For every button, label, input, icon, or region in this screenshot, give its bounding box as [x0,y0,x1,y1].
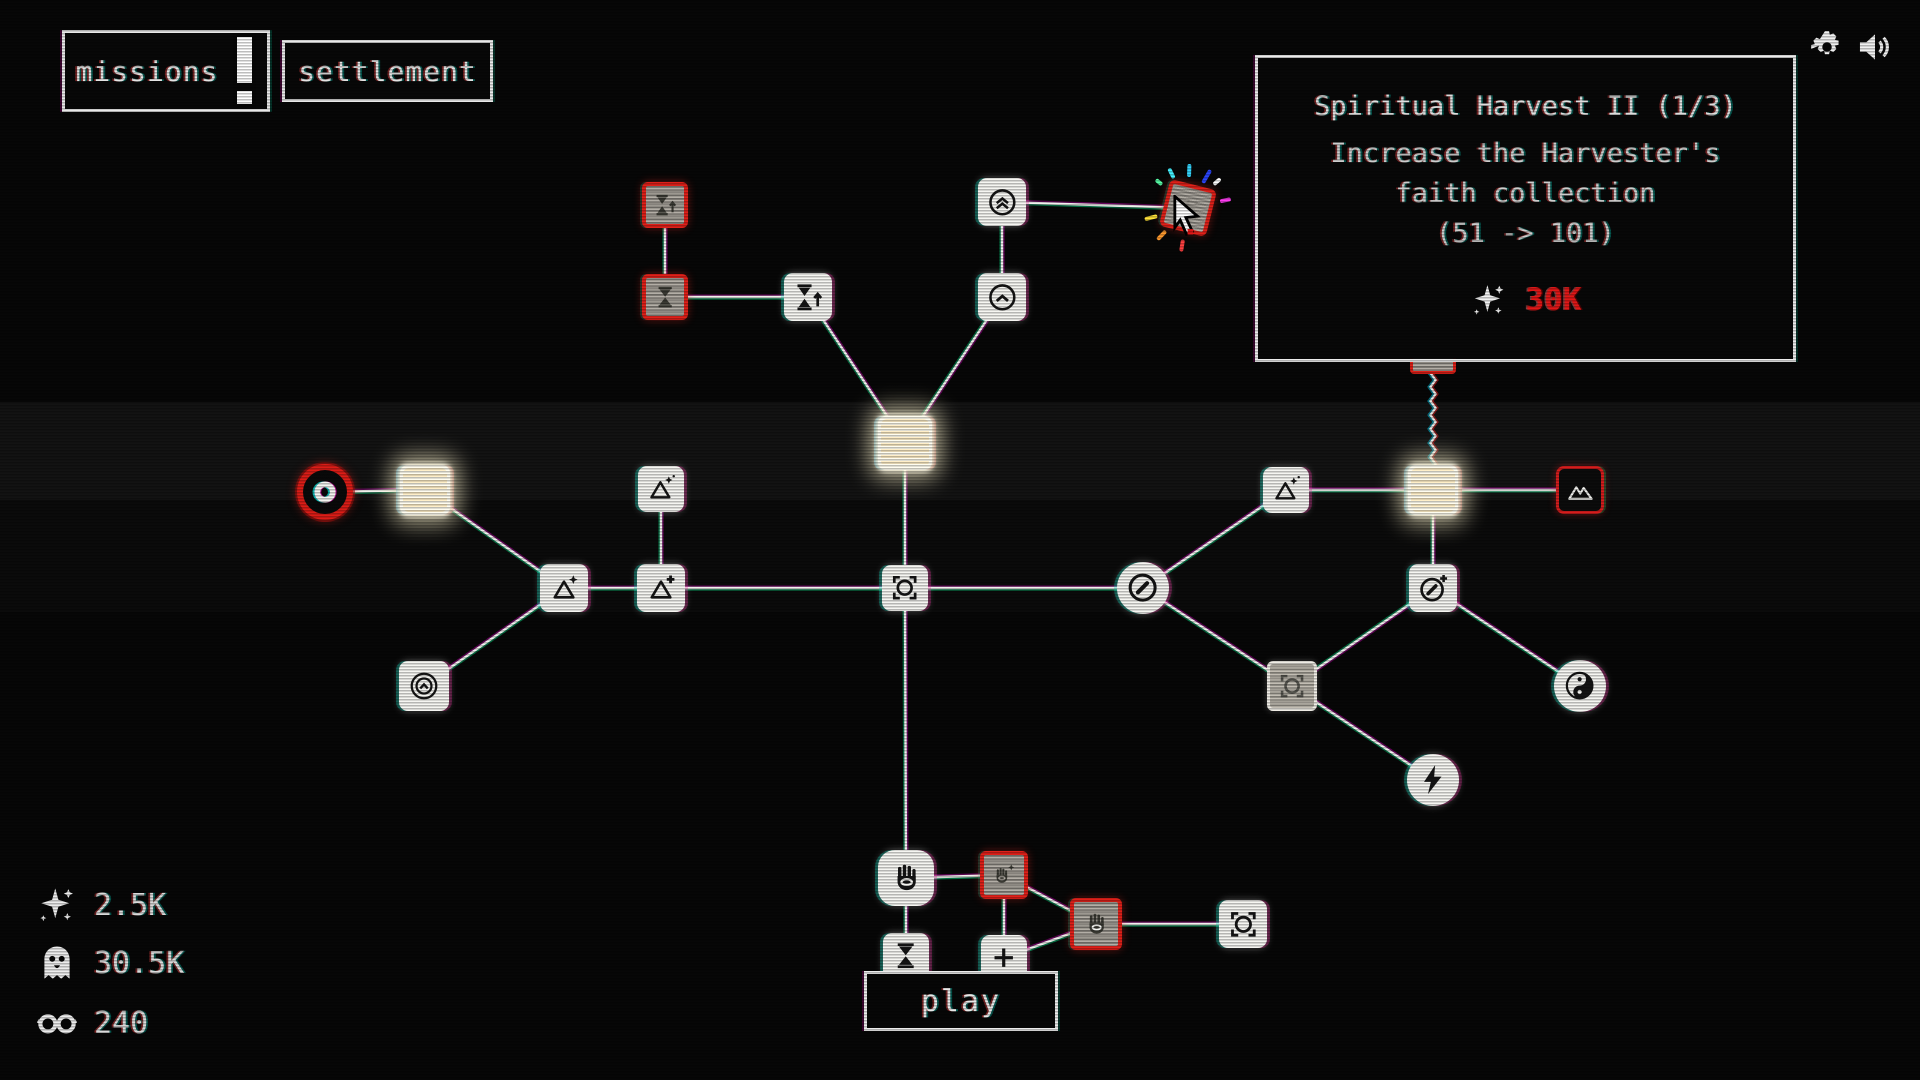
donut-icon [303,470,347,514]
sparkle-ray [1212,177,1222,187]
notification-badge [237,37,253,104]
play-button[interactable]: play [864,971,1058,1031]
tree-node-yinyang-node[interactable] [1554,660,1606,712]
resource-value: 30.5K [94,945,185,981]
tree-node-brackets-node-purchased[interactable] [1267,661,1317,711]
tree-node-hourglass-node[interactable] [642,274,688,320]
hourglass-up-icon [784,273,832,321]
pyramid-sparkle-icon [638,466,684,512]
settlement-label: settlement [298,54,477,88]
sparkle-ray [1167,167,1176,180]
tree-node-glow-node[interactable] [878,416,932,470]
pyramid-star-icon [540,564,588,612]
mountains-icon [1559,469,1601,511]
tree-node-pyramid-sparkle-node[interactable] [1263,467,1309,513]
compass-plus-icon [1409,564,1457,612]
tree-node-compass-node[interactable] [1117,562,1169,614]
ghost-icon [36,942,78,984]
settlement-button[interactable]: settlement [282,40,493,102]
tree-node-hand-node[interactable] [878,850,934,906]
hand-icon [1074,902,1118,946]
lightning-icon [1407,754,1459,806]
tree-node-pyramid-sparkle-node[interactable] [638,466,684,512]
tree-node-brackets-node[interactable] [1219,900,1267,948]
yinyang-icon [1554,660,1606,712]
missions-button[interactable]: missions [62,30,270,112]
tree-node-compass-plus-node[interactable] [1409,564,1457,612]
tree-node-hand-node-purchased[interactable] [1070,898,1122,950]
hourglass-up-icon [646,186,684,224]
tree-node-chevron-node[interactable] [978,273,1026,321]
tree-node-rings-node[interactable] [399,661,449,711]
tooltip-description: Increase the Harvester's faith collectio… [1330,138,1721,249]
sparkle-icon [36,884,78,926]
resource-row: 30.5K [36,942,184,984]
tree-node-hourglass-upgrade-node[interactable] [784,273,832,321]
hand-icon [878,850,934,906]
circle-brackets-icon [1219,900,1267,948]
tree-node-hourglass-upgrade-node[interactable] [642,182,688,228]
tree-node-lightning-node[interactable] [1407,754,1459,806]
mission-tooltip: Spiritual Harvest II (1/3) Increase the … [1255,55,1796,362]
chevron2-circle-icon [978,178,1026,226]
sparkle-ray [1154,178,1164,187]
sparkle-ray [1201,169,1213,185]
resource-value: 2.5K [94,887,167,923]
chevron1-circle-icon [978,273,1026,321]
tooltip-cost-row: 30K [1258,281,1793,319]
rings-chevron-icon [399,661,449,711]
tree-node-glow-node[interactable] [400,465,450,515]
hand-sparkle-icon [984,855,1024,895]
tree-node-hub-node[interactable] [882,565,928,611]
tree-node-pyramid-star-node[interactable] [540,564,588,612]
tree-node-donut-node[interactable] [297,464,353,520]
pyramid-sparkle-icon [1263,467,1309,513]
sparkle-ray [1155,229,1168,242]
tooltip-title: Spiritual Harvest II (1/3) [1314,91,1737,122]
pyramid-plus-icon [637,564,685,612]
tree-node-pyramid-plus-node[interactable] [637,564,685,612]
compass-icon [1117,562,1169,614]
system-icons [1808,26,1894,68]
missions-label: missions [75,54,219,88]
tree-node-hand-sparkle-node[interactable] [980,851,1028,899]
circle-brackets-icon [1270,664,1314,708]
gear-icon[interactable] [1808,26,1846,68]
sparkle-ray [1144,214,1158,222]
volume-icon[interactable] [1856,26,1894,68]
tooltip-cost-value: 30K [1525,282,1582,318]
resource-row: 240 [36,1002,148,1044]
sparkle-icon [1470,281,1508,319]
tree-node-mountains-node[interactable] [1556,466,1604,514]
sparkle-ray [1186,163,1192,178]
hourglass-icon [646,278,684,316]
circle-brackets-icon [882,565,928,611]
tree-node-double-chevron-node[interactable] [978,178,1026,226]
sparkle-ray [1219,197,1232,204]
resource-value: 240 [94,1005,149,1041]
tree-node-glow-node[interactable] [1408,465,1458,515]
cursor-icon [1172,193,1206,241]
goggles-icon [36,1002,78,1044]
resource-row: 2.5K [36,884,166,926]
